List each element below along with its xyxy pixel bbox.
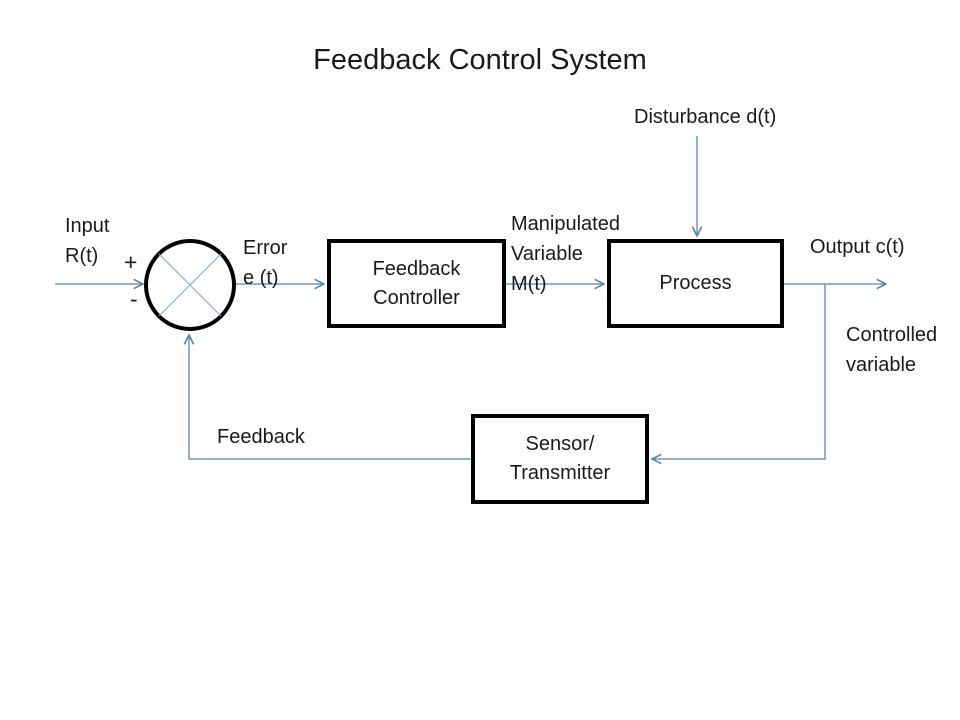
disturbance-label: Disturbance d(t) (634, 106, 777, 128)
plus-sign: + (124, 249, 138, 275)
input-label: Input R(t) (65, 215, 110, 267)
controlled-variable-label: Controlled variable (846, 324, 938, 376)
output-branch-to-sensor-arrow (652, 284, 826, 459)
output-label: Output c(t) (810, 236, 905, 258)
feedback-label: Feedback (217, 426, 305, 448)
feedback-return-arrow (189, 335, 471, 460)
process-block: Process (607, 239, 784, 328)
error-label: Error e (t) (243, 237, 288, 289)
manipulated-variable-label: Manipulated Variable M(t) (511, 213, 620, 295)
slide-title: Feedback Control System (313, 44, 647, 76)
junction-cross-line-2 (158, 253, 222, 317)
feedback-controller-block: Feedback Controller (327, 239, 506, 328)
minus-sign: - (130, 286, 138, 312)
sensor-transmitter-block: Sensor/ Transmitter (471, 414, 649, 504)
